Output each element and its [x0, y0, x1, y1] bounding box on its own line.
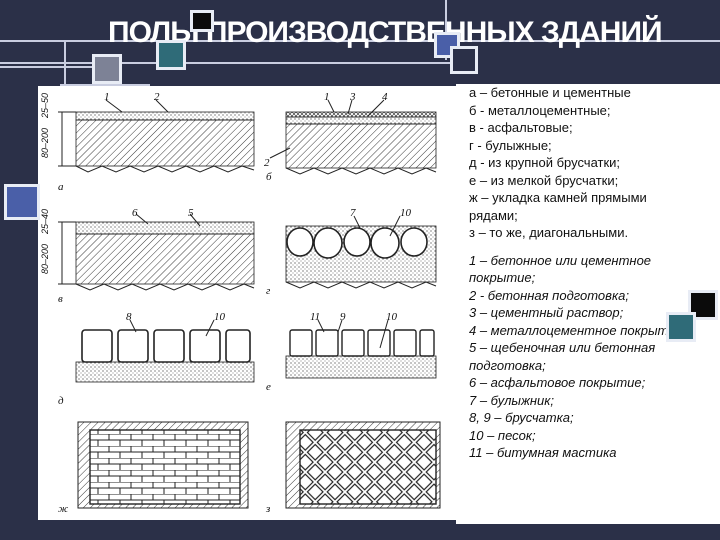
floor-sections-drawing: 80–200 25–50 1 2 а 1 3 4 2 б 80–200 25–4…	[40, 91, 441, 515]
section-e	[285, 319, 437, 379]
callout-d-8: 8	[126, 311, 132, 323]
decor-square-grey	[92, 54, 122, 84]
panel-letter-g: г	[266, 285, 271, 297]
dim-a: 80–200	[40, 128, 50, 158]
section-a	[58, 99, 255, 173]
floor-type-item: д - из крупной брусчатки;	[469, 155, 621, 170]
component-item: 10 – песок;	[469, 427, 536, 443]
callout-b-1: 1	[324, 91, 330, 103]
decor-square-blue-left	[4, 184, 40, 220]
callout-v-6: 6	[132, 207, 138, 219]
legend-panel: а – бетонные и цементные б - металлоцеме…	[456, 84, 720, 524]
floor-type-item: г - булыжные;	[469, 137, 552, 153]
section-z	[285, 421, 441, 509]
callout-a-1: 1	[104, 91, 110, 103]
decor-vline-2	[445, 0, 447, 60]
panel-letter-z: з	[265, 503, 270, 515]
component-item: 5 – щебеночная или бетонная подготовка;	[469, 340, 656, 373]
component-item: 6 – асфальтовое покрытие;	[469, 375, 646, 390]
component-item: 7 – булыжник;	[469, 392, 555, 408]
decor-line-3	[60, 84, 150, 86]
section-b	[269, 99, 437, 175]
component-item: 2 - бетонная подготовка;	[469, 287, 629, 303]
decor-line-2	[0, 62, 470, 64]
callout-b-3: 3	[349, 91, 356, 103]
floor-types-list: а – бетонные и цементные б - металлоцеме…	[456, 84, 720, 242]
floor-type-item: з – то же, диагональными.	[469, 225, 629, 240]
floor-type-item: б - металлоцементные;	[469, 102, 611, 118]
floor-type-item: в - асфальтовые;	[469, 120, 573, 135]
callout-v-5: 5	[188, 207, 194, 219]
decor-vline-1	[64, 40, 66, 90]
decor-line-top	[0, 40, 720, 42]
callout-g-7: 7	[350, 207, 356, 219]
dim-a-top: 25–50	[40, 93, 50, 119]
decor-square-teal-title	[156, 40, 186, 70]
panel-letter-e: е	[266, 381, 271, 393]
panel-letter-d: д	[58, 395, 64, 407]
floor-type-item: а – бетонные и цементные	[469, 85, 631, 100]
section-g	[285, 215, 437, 289]
callout-b-4: 4	[382, 91, 388, 103]
decor-square-teal-right	[666, 312, 696, 342]
panel-letter-a: а	[58, 181, 64, 193]
floor-sections-figure: 80–200 25–50 1 2 а 1 3 4 2 б 80–200 25–4…	[38, 86, 456, 520]
component-item: 3 – цементный раствор;	[469, 305, 624, 320]
panel-letter-b: б	[266, 171, 272, 183]
callout-e-9: 9	[340, 311, 346, 323]
section-d	[75, 319, 255, 383]
decor-square-black-title	[190, 10, 214, 32]
callout-b-2: 2	[264, 157, 270, 169]
component-item: 11 – битумная мастика	[469, 445, 617, 460]
dim-v: 80–200	[40, 244, 50, 274]
section-zh	[77, 421, 249, 509]
decor-line-left	[0, 66, 110, 68]
callout-g-10: 10	[400, 207, 412, 219]
component-item: 1 – бетонное или цементное покрытие;	[469, 252, 652, 286]
component-item: 8, 9 – брусчатка;	[469, 410, 574, 425]
callout-e-11: 11	[310, 311, 320, 323]
components-list: 1 – бетонное или цементное покрытие; 2 -…	[456, 242, 720, 462]
floor-type-item: ж – укладка камней прямыми рядами;	[469, 190, 647, 223]
callout-a-2: 2	[154, 91, 160, 103]
floor-type-item: е – из мелкой брусчатки;	[469, 172, 619, 188]
dim-v-top: 25–40	[40, 209, 50, 235]
callout-e-10: 10	[386, 311, 398, 323]
panel-letter-v: в	[58, 293, 63, 305]
section-v	[58, 213, 255, 291]
panel-letter-zh: ж	[58, 503, 69, 515]
decor-square-outline	[450, 46, 478, 74]
callout-d-10: 10	[214, 311, 226, 323]
component-item: 4 – металлоцементное покрытие;	[469, 322, 687, 338]
